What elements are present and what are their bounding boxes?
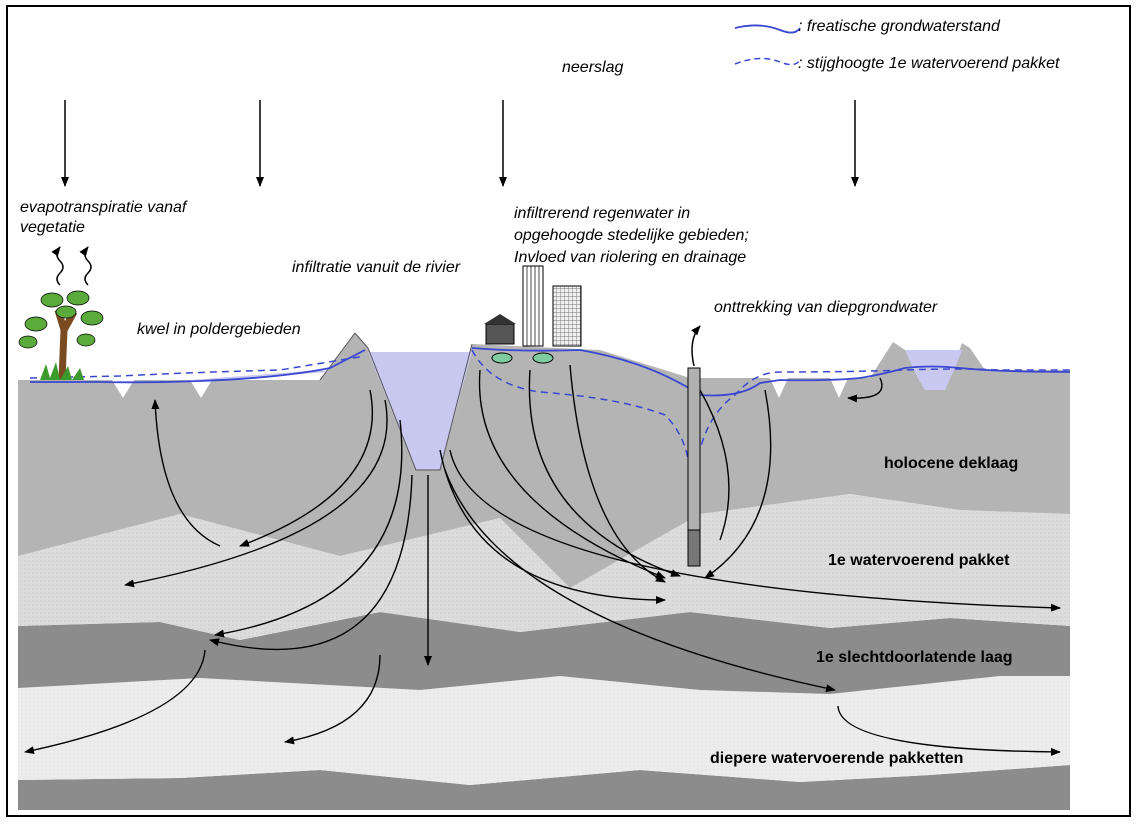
label-kwel: kwel in poldergebieden bbox=[137, 321, 301, 338]
label-infiltrerend-1: infiltrerend regenwater in bbox=[514, 205, 691, 222]
piezometric-line bbox=[29, 349, 1070, 481]
label-evapotranspiratie-2: vegetatie bbox=[20, 219, 85, 236]
label-infiltrerend-2: opgehoogde stedelijke gebieden; bbox=[514, 227, 749, 244]
well-icon bbox=[687, 325, 701, 567]
ditch-water-right bbox=[905, 350, 962, 390]
building-icon bbox=[484, 265, 582, 347]
legend-solid-label: : freatische grondwaterstand bbox=[798, 18, 1000, 35]
label-neerslag: neerslag bbox=[562, 59, 624, 76]
phreatic-line bbox=[30, 347, 1071, 397]
layer-label-watervoerend: 1e watervoerend pakket bbox=[828, 552, 1010, 569]
tree-icon bbox=[18, 290, 104, 381]
legend-dashed-label: : stijghoogte 1e watervoerend pakket bbox=[798, 55, 1060, 72]
layer-label-diepere: diepere watervoerende pakketten bbox=[710, 750, 964, 767]
label-onttrekking: onttrekking van diepgrondwater bbox=[714, 299, 938, 316]
deep-aquifer-layer bbox=[18, 676, 1070, 785]
aquitard-layer bbox=[18, 612, 1070, 694]
drain-icon bbox=[532, 352, 554, 364]
holocene-layer bbox=[18, 333, 1070, 588]
label-infiltrerend-3: Invloed van riolering en drainage bbox=[514, 249, 747, 266]
drain-icon bbox=[491, 352, 513, 364]
label-evapotranspiratie-1: evapotranspiratie vanaf bbox=[20, 199, 187, 216]
flow-arrows bbox=[24, 364, 1061, 756]
aquifer-layer bbox=[18, 494, 1070, 640]
evaporation-icon bbox=[51, 246, 92, 286]
layer-label-slechtdoorlatend: 1e slechtdoorlatende laag bbox=[816, 649, 1013, 666]
base-layer bbox=[18, 765, 1070, 810]
layer-label-holocene: holocene deklaag bbox=[884, 455, 1019, 472]
legend-solid-line bbox=[734, 24, 801, 34]
legend-dashed-line bbox=[734, 57, 801, 66]
label-infiltratie-rivier: infiltratie vanuit de rivier bbox=[292, 259, 461, 276]
polder-water-left bbox=[190, 370, 330, 380]
river-water bbox=[368, 352, 472, 470]
